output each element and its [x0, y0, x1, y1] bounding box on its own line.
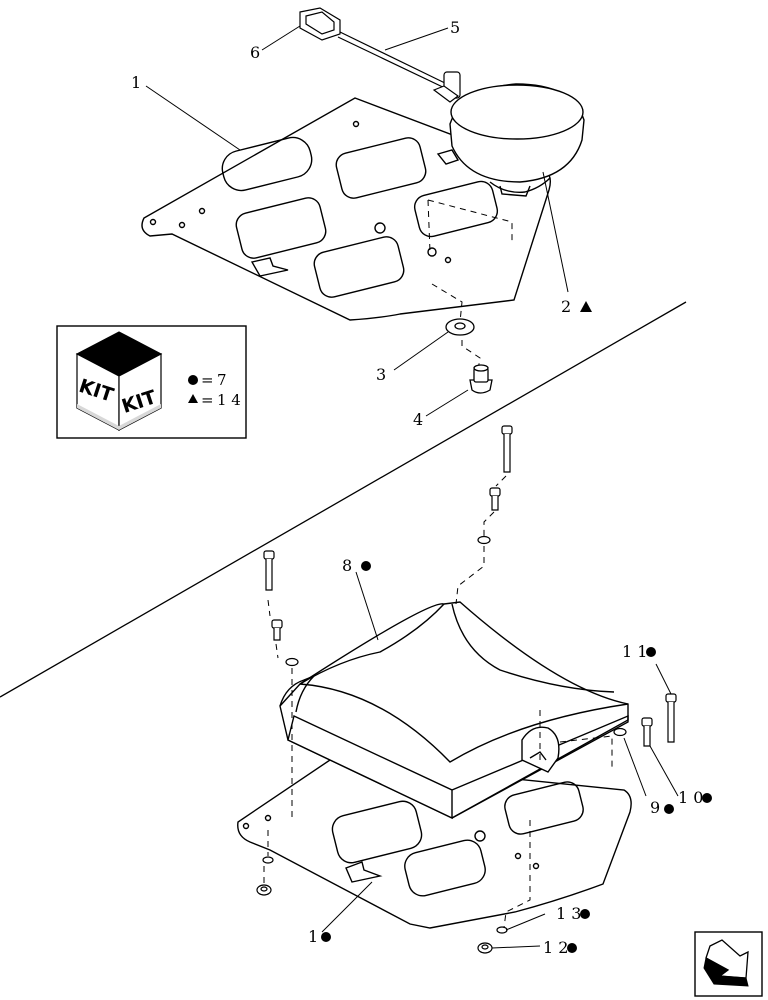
callout-12-circle-icon [567, 943, 577, 953]
callout-6: 6 [250, 43, 260, 62]
callout-1-bottom-circle-icon [321, 932, 331, 942]
kit-cube-icon [75, 331, 163, 431]
callout-1-bottom: 1 [308, 927, 318, 946]
hidden-lines-top [427, 199, 513, 371]
filled-circle-icon [188, 375, 198, 385]
antenna-dome [449, 83, 585, 197]
legend-triangle-equals: = [201, 391, 214, 409]
hidden-lines-bottom [263, 475, 613, 929]
callout-9-circle-icon [664, 804, 674, 814]
bolt-left [263, 550, 299, 667]
callout-leaders-bottom [321, 571, 679, 949]
nut-part-4 [469, 364, 493, 394]
callout-13: 1 3 [556, 904, 581, 923]
legend-circle-value: 7 [217, 371, 227, 389]
callout-9: 9 [650, 798, 660, 817]
callout-4: 4 [413, 410, 423, 429]
callout-11-circle-icon [646, 647, 656, 657]
section-divider-line [0, 301, 687, 698]
callout-leaders-top [145, 25, 569, 417]
callout-10-circle-icon [702, 793, 712, 803]
callout-2: 2 [561, 297, 571, 316]
bolt-top [477, 425, 513, 545]
washer-part-3 [445, 318, 475, 336]
callout-13-circle-icon [580, 909, 590, 919]
callout-1-top: 1 [131, 73, 141, 92]
callout-12: 1 2 [543, 938, 568, 957]
callout-11: 1 1 [622, 642, 647, 661]
callout-5: 5 [450, 18, 460, 37]
callout-10: 1 0 [678, 788, 703, 807]
filled-triangle-icon [188, 394, 198, 403]
antenna-cable [299, 7, 461, 103]
callout-8: 8 [342, 556, 352, 575]
arrow-exit-icon[interactable] [694, 931, 763, 997]
lower-hardware [256, 856, 508, 954]
antenna-cover [279, 601, 629, 820]
callout-3: 3 [376, 365, 386, 384]
callout-8-circle-icon [361, 561, 371, 571]
callout-2-triangle-icon [580, 301, 592, 312]
legend-circle-equals: = [201, 371, 214, 389]
kit-legend-box: KIT KIT = 7 = 1 4 [56, 325, 247, 439]
legend-triangle-value: 1 4 [217, 391, 241, 409]
bolt-right [613, 693, 677, 747]
bottom-mounting-plate [237, 759, 632, 929]
